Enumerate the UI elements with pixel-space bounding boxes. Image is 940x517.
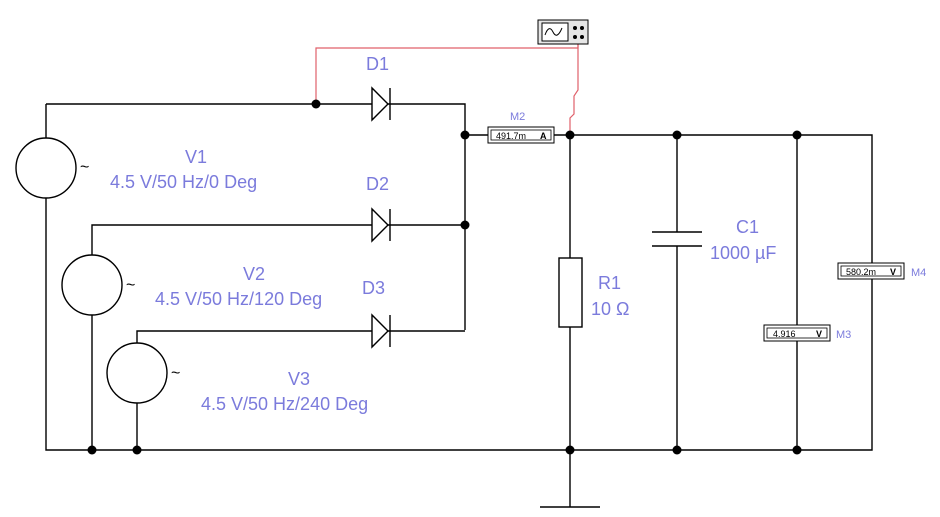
- junction-m3-top: [792, 130, 802, 140]
- junctions: [87, 99, 802, 455]
- label-m3: M3: [836, 329, 851, 341]
- label-c1-name: C1: [736, 217, 759, 237]
- wire-d1-out-bus: [388, 103, 466, 330]
- diode-d3-body[interactable]: [371, 313, 389, 349]
- diode-d2[interactable]: D2: [366, 174, 391, 243]
- junction-v3-bottom: [132, 445, 142, 455]
- label-v1-name: V1: [185, 147, 207, 167]
- wire-d3-in: [136, 330, 372, 343]
- label-c1-value: 1000 µF: [710, 243, 776, 263]
- meter-m3[interactable]: 4.916 V M3: [763, 324, 851, 342]
- junction-d1-probe: [311, 99, 321, 109]
- diode-d3[interactable]: D3: [362, 278, 391, 349]
- label-d1: D1: [366, 54, 389, 74]
- diode-d1[interactable]: D1: [366, 54, 391, 122]
- label-v2-value: 4.5 V/50 Hz/120 Deg: [155, 289, 322, 309]
- junction-out-2: [460, 220, 470, 230]
- meter-m2-reading: 491.7m: [496, 131, 526, 141]
- junction-c1-bottom: [672, 445, 682, 455]
- oscilloscope-icon[interactable]: [537, 19, 589, 45]
- wire-m4-return: [570, 278, 873, 451]
- junction-v2-bottom: [87, 445, 97, 455]
- probe-wire-a: [315, 40, 579, 104]
- meter-m2-unit: A: [540, 131, 547, 141]
- junction-m3-bottom: [792, 445, 802, 455]
- diode-d2-body[interactable]: [371, 207, 389, 243]
- label-r1-value: 10 Ω: [591, 299, 629, 319]
- meter-m4-unit: V: [890, 267, 896, 277]
- source-v3-body[interactable]: [106, 342, 168, 404]
- source-v1[interactable]: ~ V1 4.5 V/50 Hz/0 Deg: [15, 137, 257, 199]
- capacitor-c1[interactable]: C1 1000 µF: [652, 217, 776, 263]
- ac-symbol-v2: ~: [126, 277, 135, 294]
- label-m2: M2: [510, 111, 525, 123]
- label-v1-value: 4.5 V/50 Hz/0 Deg: [110, 172, 257, 192]
- meter-m4-reading: 580.2m: [846, 267, 876, 277]
- label-m4: M4: [911, 267, 926, 279]
- junction-out-1: [460, 130, 470, 140]
- wire-top-rail: [554, 134, 873, 265]
- junction-r1-top: [565, 130, 575, 140]
- junction-c1-top: [672, 130, 682, 140]
- ac-symbol-v3: ~: [171, 365, 180, 382]
- meter-m2[interactable]: 491.7m A M2: [487, 111, 555, 144]
- wire-d2-in: [91, 224, 372, 255]
- probe-wire-b: [569, 40, 579, 135]
- wires: [45, 103, 873, 507]
- source-v2[interactable]: ~ V2 4.5 V/50 Hz/120 Deg: [61, 254, 322, 316]
- label-d2: D2: [366, 174, 389, 194]
- meter-m3-unit: V: [816, 329, 822, 339]
- ac-symbol-v1: ~: [80, 159, 89, 176]
- source-v1-body[interactable]: [15, 137, 77, 199]
- label-r1-name: R1: [598, 273, 621, 293]
- label-v2-name: V2: [243, 264, 265, 284]
- junction-r1-bottom: [565, 445, 575, 455]
- meter-m3-reading: 4.916: [773, 329, 796, 339]
- diode-d1-body[interactable]: [371, 86, 389, 122]
- resistor-r1-body[interactable]: [558, 257, 583, 328]
- wire-bottom-rail: [45, 197, 570, 451]
- label-d3: D3: [362, 278, 385, 298]
- resistor-r1[interactable]: R1 10 Ω: [558, 257, 629, 328]
- source-v3[interactable]: ~ V3 4.5 V/50 Hz/240 Deg: [106, 342, 368, 414]
- meter-m4[interactable]: 580.2m V M4: [837, 262, 926, 280]
- label-v3-name: V3: [288, 369, 310, 389]
- source-v2-body[interactable]: [61, 254, 123, 316]
- label-v3-value: 4.5 V/50 Hz/240 Deg: [201, 394, 368, 414]
